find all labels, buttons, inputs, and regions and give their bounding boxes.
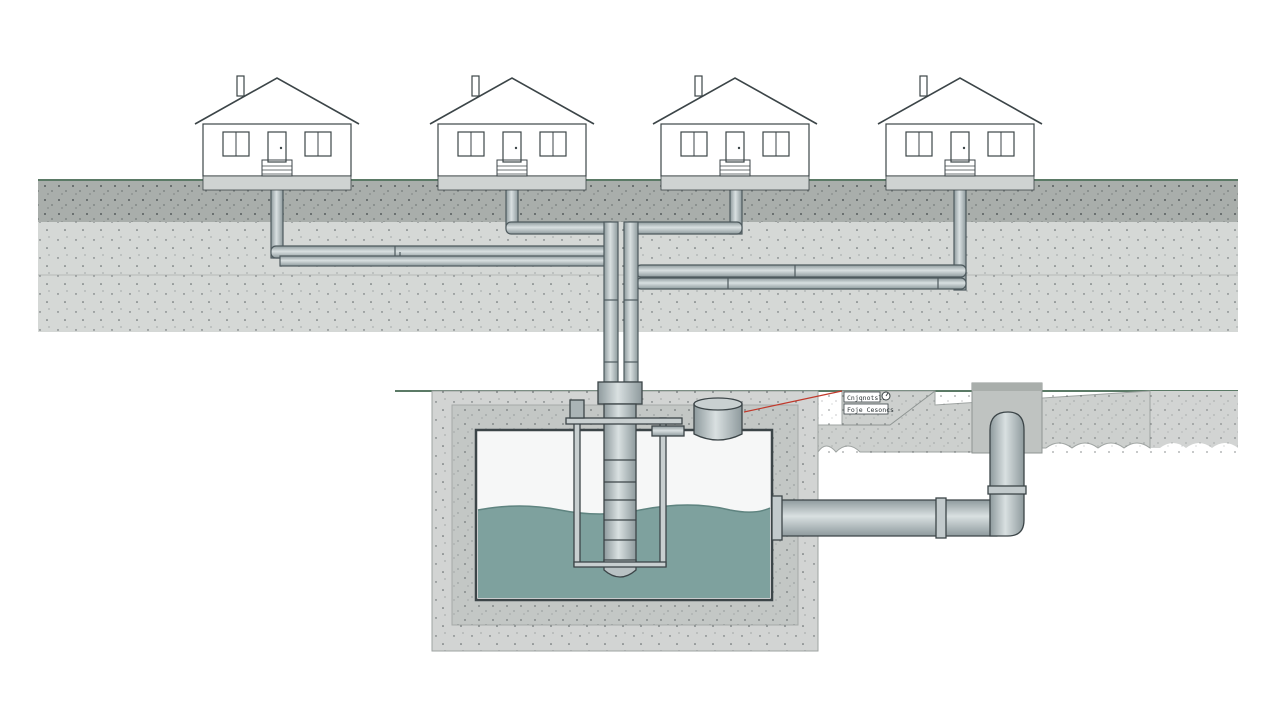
- roof: [194, 77, 360, 125]
- door: [950, 131, 970, 163]
- level-sensor: [569, 399, 585, 419]
- house-1: [194, 75, 360, 191]
- inlet-riser-pipe: [603, 403, 637, 565]
- outlet-pipe-horizontal: [771, 499, 1003, 537]
- door: [267, 131, 287, 163]
- lateral-pipe-left-lower: [279, 255, 617, 267]
- callout-line-2: Foje Cesoncs: [847, 406, 894, 414]
- outlet-pipe-vertical-coupling: [987, 485, 1027, 495]
- callout-leader-line: [743, 390, 843, 413]
- outlet-pipe-coupling: [935, 497, 947, 539]
- house-2-branch-pipe: [505, 221, 617, 235]
- porch: [719, 159, 751, 177]
- door-knob: [279, 146, 283, 150]
- access-hatch: [693, 403, 743, 441]
- wastewater-surface: [477, 504, 771, 515]
- access-hatch-lid: [693, 397, 743, 411]
- house-foundation: [202, 175, 352, 191]
- house-foundation: [660, 175, 810, 191]
- inlet-riser-collar: [597, 381, 643, 405]
- outlet-pipe-elbow: [989, 411, 1025, 537]
- door: [502, 131, 522, 163]
- door-knob: [514, 146, 518, 150]
- porch: [261, 159, 293, 177]
- houses-row: [194, 75, 1043, 191]
- outlet-slab-bevel: [842, 390, 936, 426]
- baffle-frame-right: [659, 417, 667, 567]
- house-3: [652, 75, 818, 191]
- house-3-branch-pipe: [623, 221, 743, 235]
- house-4: [877, 75, 1043, 191]
- roof: [652, 77, 818, 125]
- outlet-access-box-top: [972, 383, 1042, 391]
- house-2: [429, 75, 595, 191]
- main-trunk-pipe-right: [623, 221, 639, 383]
- callout-label-box-2: [843, 403, 889, 415]
- roof: [429, 77, 595, 125]
- lateral-pipe-right: [635, 264, 967, 278]
- porch: [496, 159, 528, 177]
- lateral-pipe-right-lower: [635, 277, 967, 290]
- door: [725, 131, 745, 163]
- outlet-pipe-group: [771, 411, 1027, 541]
- chimney: [694, 75, 703, 97]
- outlet-section: [771, 382, 1238, 541]
- porch: [944, 159, 976, 177]
- door-knob: [962, 146, 966, 150]
- roof: [877, 77, 1043, 125]
- chimney: [236, 75, 245, 97]
- main-trunk-pipe-left: [603, 221, 619, 383]
- gauge-icon: [881, 391, 891, 401]
- baffle-top-bar: [565, 417, 683, 425]
- baffle-frame-left: [573, 417, 581, 567]
- callout-line-1: Cnjqnotsls: [847, 394, 886, 402]
- house-foundation: [437, 175, 587, 191]
- outlet-pipe-flange: [771, 495, 783, 541]
- door-knob: [737, 146, 741, 150]
- house-foundation: [885, 175, 1035, 191]
- chimney: [471, 75, 480, 97]
- baffle-frame-bottom: [573, 561, 667, 568]
- tank-inlet-assembly: [565, 381, 743, 578]
- callout: Cnjqnotsls Foje Cesoncs: [743, 390, 894, 415]
- callout-label-box-1: [843, 391, 881, 403]
- collection-pipes: [270, 177, 967, 383]
- chimney: [919, 75, 928, 97]
- inlet-side-coupling: [651, 425, 685, 437]
